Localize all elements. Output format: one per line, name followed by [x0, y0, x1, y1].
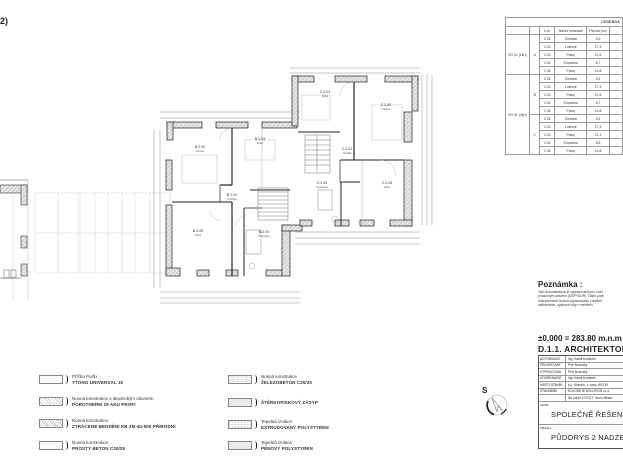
svg-text:Pokoj: Pokoj [195, 233, 202, 237]
svg-text:Koupelna: Koupelna [317, 185, 329, 189]
room-label-c203: C.2.03 [320, 90, 331, 94]
section-code: D.1.1. ARCHITEKTONIC [538, 344, 623, 354]
material-legend-item: ŠTĚRKOPÍSKOVÝ ZÁSYP [228, 398, 318, 407]
room-label-b201: B.2.01 [227, 193, 237, 197]
page-label: 2) [0, 16, 9, 26]
notes-block: Poznámka : Tato dokumentace je vypracová… [538, 280, 623, 308]
room-label-b205: B.2.05 [193, 229, 203, 233]
ytong-swatch-icon [39, 375, 63, 384]
room-label-c205: C.2.05 [382, 181, 393, 185]
eps-swatch-icon [228, 441, 252, 450]
svg-text:Pokoj: Pokoj [384, 185, 391, 189]
room-label-b202: B.2.02 [195, 145, 205, 149]
akce-field: AKCE: SPOLEČNĚ ŘEŠENÝ C [539, 402, 623, 425]
svg-text:Ložnice: Ložnice [382, 107, 391, 111]
room-label-c201: C.2.01 [342, 147, 353, 151]
room-label-c204: C.2.04 [317, 181, 328, 185]
terrace-grid [34, 192, 171, 274]
room-legend-table: LEGENDA č.m. Název místnosti Plocha (m²)… [504, 17, 623, 155]
room-label-b203: B.2.03 [255, 137, 265, 141]
legend-title: LEGENDA [505, 17, 623, 27]
obsah-field: OBSAH: PŮDORYS 2 NADZEM [540, 425, 623, 442]
prosty-beton-swatch-icon [39, 441, 63, 450]
north-compass-icon [486, 394, 508, 416]
svg-text:Koupelna: Koupelna [259, 234, 271, 238]
xps-swatch-icon [228, 420, 252, 429]
svg-text:Pokoj: Pokoj [322, 94, 329, 98]
staircase [257, 134, 331, 221]
sterkopisek-swatch-icon [228, 398, 252, 407]
room-label-c202: C.2.02 [381, 103, 392, 107]
svg-text:Chodba: Chodba [227, 197, 237, 201]
section-so02: SO 02 (2B,l) [504, 74, 531, 155]
elevation-reference: ±0,000 = 283.80 m.n.m [538, 334, 622, 343]
svg-text:Pokoj: Pokoj [257, 141, 264, 145]
notes-title: Poznámka : [538, 280, 583, 289]
porotherm-swatch-icon [39, 397, 63, 406]
ztracene-bedneni-swatch-icon [39, 419, 63, 428]
compass-label: S [482, 386, 488, 395]
left-building-fragment [0, 179, 29, 300]
svg-text:Ložnice: Ložnice [196, 149, 205, 153]
building-c [290, 67, 433, 245]
room-labels: B.2.02 Ložnice B.2.03 Pokoj B.2.01 Chodb… [193, 90, 392, 238]
room-label-b204: B.2.04 [259, 230, 269, 234]
building-b [153, 111, 303, 304]
zelezobeton-swatch-icon [228, 375, 252, 384]
svg-text:Chodba: Chodba [342, 151, 352, 155]
section-so01: SO 01 (1B,l) [504, 34, 531, 75]
